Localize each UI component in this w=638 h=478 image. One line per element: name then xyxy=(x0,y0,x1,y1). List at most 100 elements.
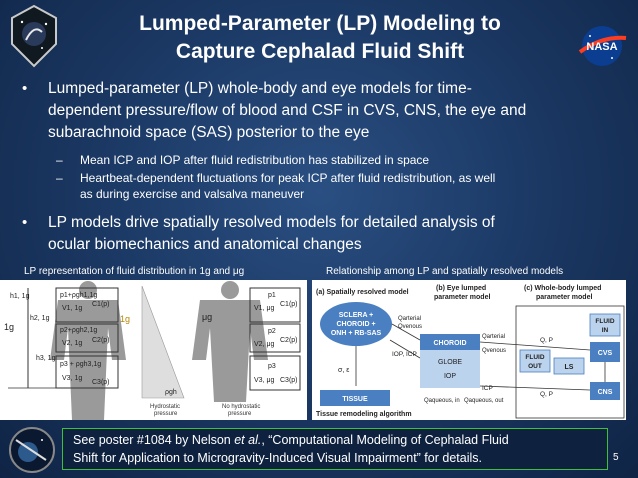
bullet-marker: • xyxy=(22,214,28,231)
q-p-label-1: Q, P xyxy=(540,337,553,344)
left-figure-caption: LP representation of fluid distribution … xyxy=(24,266,245,277)
h3-label: h3, 1g xyxy=(36,355,56,362)
panel-b-label-2: parameter model xyxy=(434,294,490,301)
q-arterial-label: Qarterial xyxy=(398,316,421,322)
v3-1g-label: V3, 1g xyxy=(62,375,82,382)
body-microgravity-figure xyxy=(192,281,268,402)
sclera-label-3: ONH + RB-SAS xyxy=(331,330,382,337)
bullet-1-line-1: Lumped-parameter (LP) whole-body and eye… xyxy=(48,80,472,97)
no-hydrostatic-label-2: pressure xyxy=(228,411,252,417)
c1-ug-label: C1(p) xyxy=(280,301,298,308)
panel-b-label-1: (b) Eye lumped xyxy=(436,285,486,292)
c3-ug-label: C3(p) xyxy=(280,377,298,384)
mu-g-label: μg xyxy=(202,312,212,322)
remodel-label: Tissue remodeling algorithm xyxy=(316,411,412,418)
g-label-left: 1g xyxy=(4,322,14,332)
sub-bullet-2-line-1: Heartbeat-dependent fluctuations for pea… xyxy=(80,171,496,185)
poster-reference-line-2: Shift for Application to Microgravity-In… xyxy=(73,451,482,465)
c2-1g-label: C2(p) xyxy=(92,337,110,344)
q-venous-2-label: Qvenous xyxy=(482,348,506,354)
lp-fluid-distribution-figure: h1, 1g h2, 1g 1g h3, 1g p1+ρgh1,1g V1, 1… xyxy=(0,280,307,420)
tissue-node xyxy=(320,390,390,406)
model-relationship-diagram: (a) Spatially resolved model (b) Eye lum… xyxy=(312,280,626,420)
sub-bullet-1: – Mean ICP and IOP after fluid redistrib… xyxy=(22,152,627,168)
v2-1g-label: V2, 1g xyxy=(62,340,82,347)
rho-gh-label: ρgh xyxy=(165,389,177,396)
cns-node xyxy=(590,382,620,400)
sub-bullet-2-line-2: as during exercise and valsalva maneuver xyxy=(80,187,305,201)
icp-label: ICP xyxy=(482,385,493,392)
sub-bullet-2: – Heartbeat-dependent fluctuations for p… xyxy=(22,170,627,202)
right-figure-caption: Relationship among LP and spatially reso… xyxy=(326,266,564,277)
tissue-label: TISSUE xyxy=(342,396,368,403)
hydrostatic-label-2: pressure xyxy=(154,411,178,417)
poster-text-mid: , “Computational Modeling of Cephalad Fl… xyxy=(261,433,509,447)
svg-text:NASA: NASA xyxy=(586,41,617,53)
page-number: 5 xyxy=(613,452,619,463)
q-aqueous-out-label: Qaqueous, out xyxy=(464,398,504,404)
panel-c-label-2: parameter model xyxy=(536,294,592,301)
choroid-label: CHOROID xyxy=(433,340,466,347)
q-p-label-2: Q, P xyxy=(540,391,553,398)
c2-ug-label: C2(p) xyxy=(280,337,298,344)
p3-ug-label: p3 xyxy=(268,363,276,370)
bullet-1-line-3: subarachnoid space (SAS) posterior to th… xyxy=(48,124,370,141)
c3-1g-label: C3(p) xyxy=(92,379,110,386)
sclera-label-2: CHOROID + xyxy=(336,321,375,328)
fluid-in-label-2: IN xyxy=(602,327,609,334)
bullet-marker: • xyxy=(22,80,28,97)
fluid-out-node xyxy=(519,349,551,373)
body-1g-figure xyxy=(50,281,126,420)
ls-label: LS xyxy=(565,364,574,371)
title-line-1: Lumped-Parameter (LP) Modeling to xyxy=(139,12,501,35)
whole-body-model-frame xyxy=(515,305,625,419)
ls-node xyxy=(553,357,585,375)
p1-ug-label: p1 xyxy=(268,292,276,299)
cns-label: CNS xyxy=(598,389,613,396)
p2-1g-label: p2+ρgh2,1g xyxy=(60,327,97,334)
bullet-2-line-1: LP models drive spatially resolved model… xyxy=(48,214,495,231)
compartment-1-ug xyxy=(249,287,301,323)
poster-et-al: et al. xyxy=(234,433,262,447)
bullet-1-line-2: dependent pressure/flow of blood and CSF… xyxy=(48,102,527,119)
q-arterial-2-label: Qarterial xyxy=(482,334,505,340)
g-label-mid: 1g xyxy=(120,314,130,324)
v2-ug-label: V2, μg xyxy=(254,341,274,348)
v1-ug-label: V1, μg xyxy=(254,305,274,312)
v1-1g-label: V1, 1g xyxy=(62,305,82,312)
sclera-label-1: SCLERA + xyxy=(339,312,374,319)
compartment-2-ug xyxy=(249,323,301,353)
compartment-3-1g xyxy=(55,355,119,389)
sub-bullet-marker: – xyxy=(56,153,63,167)
compartment-1-1g xyxy=(55,287,119,323)
bullet-2: • LP models drive spatially resolved mod… xyxy=(22,212,627,256)
poster-reference-box: See poster #1084 by Nelson et al., “Comp… xyxy=(62,428,608,470)
q-venous-label: Qvenous xyxy=(398,324,422,330)
title-line-2: Capture Cephalad Fluid Shift xyxy=(175,40,465,63)
slide-title: Lumped-Parameter (LP) Modeling to Captur… xyxy=(90,10,550,66)
p1-1g-label: p1+ρgh1,1g xyxy=(60,292,97,299)
fluid-out-label-2: OUT xyxy=(528,363,542,370)
fluid-out-label-1: FLUID xyxy=(525,354,544,361)
p3-1g-label: p3 + ρgh3,1g xyxy=(60,361,101,368)
h1-label: h1, 1g xyxy=(10,293,30,300)
compartment-3-ug xyxy=(249,355,301,391)
globe-label: GLOBE xyxy=(438,359,462,366)
sub-bullet-1-text: Mean ICP and IOP after fluid redistribut… xyxy=(80,153,430,167)
sub-bullet-marker: – xyxy=(56,171,63,185)
nasa-meatball-icon: NASA xyxy=(578,26,627,66)
fluid-in-label-1: FLUID xyxy=(595,318,614,325)
cvs-node xyxy=(590,342,620,362)
p2-ug-label: p2 xyxy=(268,328,276,335)
no-hydrostatic-label-1: No hydrostatic xyxy=(222,404,260,410)
v3-ug-label: V3, μg xyxy=(254,377,274,384)
bullet-1: • Lumped-parameter (LP) whole-body and e… xyxy=(22,78,627,144)
bullet-2-line-2: ocular biomechanics and anatomical chang… xyxy=(48,236,362,253)
hydrostatic-wedge xyxy=(141,285,185,399)
cvs-label: CVS xyxy=(598,350,613,357)
panel-c-label-1: (c) Whole-body lumped xyxy=(524,285,601,292)
space-station-patch-icon xyxy=(9,427,55,473)
iop-icp-label: IOP, ICP xyxy=(392,351,417,358)
mission-patch-icon xyxy=(11,4,57,68)
